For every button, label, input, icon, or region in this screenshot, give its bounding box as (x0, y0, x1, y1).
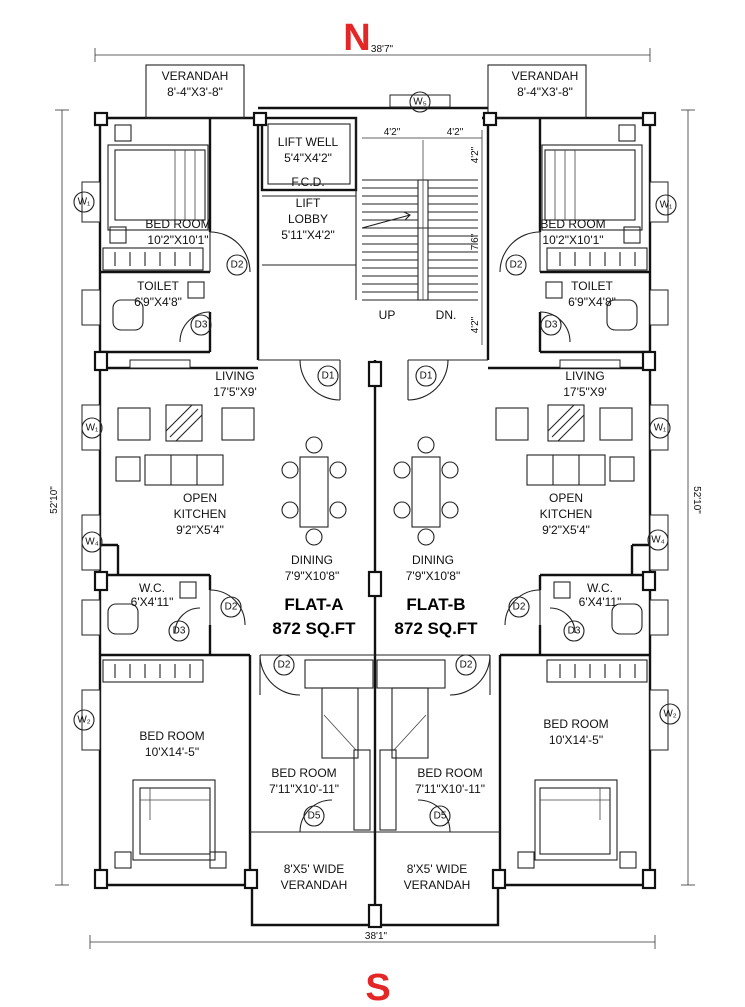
lift-lobby-label-2: LOBBY (288, 212, 328, 226)
tag-w1-a1: W₁ (78, 197, 91, 208)
flat-b-toilet-size: 6'9"X4'8" (568, 295, 616, 309)
flat-a-kitchen-1: OPEN (183, 491, 217, 505)
lift-well-size: 5'4"X4'2" (284, 151, 332, 165)
flat-b-verandah-bottom-2: VERANDAH (404, 878, 471, 892)
stair-dim-w1: 4'2" (384, 127, 401, 138)
flat-a-verandah-top: VERANDAH (162, 69, 229, 83)
flat-a-kitchen-2: KITCHEN (174, 507, 227, 521)
tag-d2-b2: D2 (513, 602, 526, 613)
stair-dim-h2: 7'6" (470, 233, 481, 250)
flat-b-verandah-bottom-1: 8'X5' WIDE (407, 862, 468, 876)
flat-b-title: FLAT-B (406, 595, 465, 614)
dim-bottom: 38'1" (365, 931, 388, 942)
tag-d3-b2: D3 (568, 626, 581, 637)
flat-b-toilet: TOILET (571, 279, 613, 293)
tag-d2-b1: D2 (510, 260, 523, 271)
flat-a-dining-size: 7'9"X10'8" (285, 569, 339, 583)
tag-w1-b2: W₁ (654, 423, 667, 434)
flat-a-bedroom2-size: 10'X14'-5" (145, 745, 199, 759)
tag-w5: W₅ (413, 97, 426, 108)
flat-b-dining-size: 7'9"X10'8" (406, 569, 460, 583)
fcd-label: F.C.D. (291, 175, 324, 189)
structural-columns (93, 111, 657, 929)
furniture-flat-b (376, 124, 648, 869)
dim-right: 52'10" (691, 486, 702, 514)
flat-a-living: LIVING (215, 369, 254, 383)
flat-a-area: 872 SQ.FT (272, 619, 356, 638)
tag-d5-a: D5 (308, 811, 321, 822)
stair-up-label: UP (379, 308, 396, 322)
tag-d2-a1: D2 (231, 260, 244, 271)
tag-w1-b1: W₁ (660, 200, 673, 211)
stair-down-label: DN. (436, 308, 457, 322)
flat-a-verandah-bottom-1: 8'X5' WIDE (284, 862, 345, 876)
flat-a-bedroom3: BED ROOM (271, 766, 336, 780)
stair-dim-w2: 4'2" (447, 127, 464, 138)
flat-a-wc-size: 6'X4'11" (131, 595, 174, 609)
windows (81, 94, 669, 751)
stair-dim-h3: 4'2" (470, 316, 481, 333)
tag-d3-b1: D3 (545, 320, 558, 331)
flat-b-bedroom3: BED ROOM (417, 766, 482, 780)
flat-b-bedroom2: BED ROOM (543, 717, 608, 731)
flat-a-dining: DINING (291, 553, 333, 567)
flat-b-bedroom3-size: 7'11"X10'-11" (415, 782, 485, 796)
tag-d2-b3: D2 (460, 660, 473, 671)
lift-lobby-label-1: LIFT (296, 196, 321, 210)
flat-b-wc-size: 6'X4'11" (579, 595, 622, 609)
dim-top: 38'7" (371, 44, 394, 55)
tag-d2-a3: D2 (278, 660, 291, 671)
flat-a-living-size: 17'5"X9' (213, 385, 257, 399)
flat-b-living-size: 17'5"X9' (563, 385, 607, 399)
flat-b-bedroom2-size: 10'X14'-5" (549, 733, 603, 747)
lift-well-label: LIFT WELL (278, 135, 339, 149)
tag-d5-b: D5 (434, 811, 447, 822)
flat-b-area: 872 SQ.FT (394, 619, 478, 638)
tag-d2-a2: D2 (225, 602, 238, 613)
flat-b-verandah-top: VERANDAH (512, 69, 579, 83)
tag-d3-a1: D3 (195, 320, 208, 331)
flat-a-verandah-top-size: 8'-4"X3'-8" (167, 85, 223, 99)
north-label: N (343, 17, 370, 59)
flat-a-bedroom2: BED ROOM (139, 729, 204, 743)
tag-w2-a: W₂ (77, 715, 90, 726)
flat-a-bedroom3-size: 7'11"X10'-11" (269, 782, 339, 796)
flat-b-bedroom1-size: 10'2"X10'1" (542, 233, 603, 247)
flat-b-kitchen-size: 9'2"X5'4" (542, 523, 590, 537)
stair-dim-h1: 4'2" (470, 146, 481, 163)
tag-w1-a2: W₁ (86, 423, 99, 434)
flat-a-wc: W.C. (139, 581, 165, 595)
lift-stair-core (260, 116, 483, 345)
flat-a-toilet-size: 6'9"X4'8" (134, 295, 182, 309)
flat-a-bedroom1-size: 10'2"X10'1" (147, 233, 208, 247)
flat-b-dining: DINING (412, 553, 454, 567)
furniture-flat-a (102, 124, 374, 869)
flat-b-kitchen-1: OPEN (549, 491, 583, 505)
flat-b-wc: W.C. (587, 581, 613, 595)
lift-lobby-size: 5'11"X4'2" (281, 228, 335, 242)
tags: D1 D1 D2 D2 D2 D2 D2 D2 D3 D3 D3 D3 D5 D… (73, 91, 681, 827)
flat-a-title: FLAT-A (284, 595, 343, 614)
flat-b-kitchen-2: KITCHEN (540, 507, 593, 521)
dim-left: 52'10" (49, 486, 60, 514)
flat-b-verandah-top-size: 8'-4"X3'-8" (517, 85, 573, 99)
tag-d1-a: D1 (322, 371, 335, 382)
tag-d1-b: D1 (420, 371, 433, 382)
flat-a-toilet: TOILET (137, 279, 179, 293)
dimension-lines (55, 48, 695, 949)
doors (174, 231, 576, 833)
south-label: S (365, 967, 390, 1007)
flat-b-bedroom1: BED ROOM (540, 217, 605, 231)
tag-w4-a: W₄ (85, 537, 99, 548)
tag-d3-a2: D3 (173, 626, 186, 637)
tag-w4-b: W₄ (651, 535, 665, 546)
flat-b-living: LIVING (565, 369, 604, 383)
flat-a-verandah-bottom-2: VERANDAH (281, 878, 348, 892)
tag-w2-b: W₂ (663, 709, 676, 720)
flat-a-kitchen-size: 9'2"X5'4" (176, 523, 224, 537)
flat-a-bedroom1: BED ROOM (145, 217, 210, 231)
